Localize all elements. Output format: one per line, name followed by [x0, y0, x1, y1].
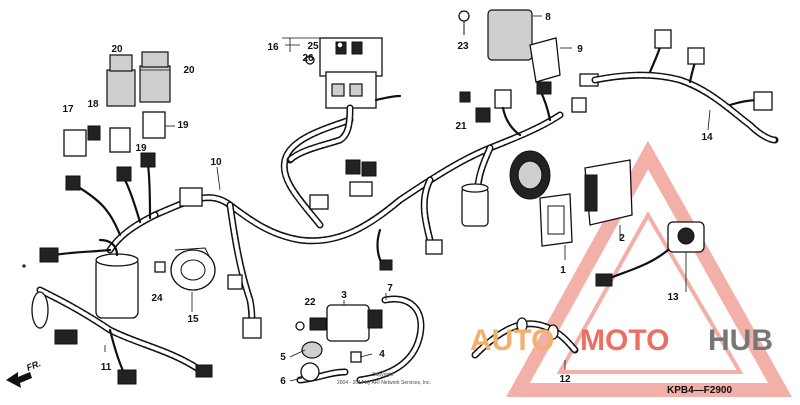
relays [63, 51, 171, 157]
part-4-label: 4 [379, 349, 385, 360]
part-26-label: 26 [302, 53, 314, 64]
top-connectors [459, 73, 599, 137]
direction-label: FR. [25, 358, 42, 373]
part-2-label: 2 [619, 233, 625, 244]
wire-12 [471, 317, 579, 359]
watermark-auto: AUTO [470, 324, 554, 357]
part-3-label: 3 [341, 290, 347, 301]
part-15-label: 15 [187, 314, 199, 325]
part-10-label: 10 [210, 157, 222, 168]
diagram-code: KPB4—F2900 [667, 385, 732, 396]
part-9-label: 9 [577, 44, 583, 55]
sub-harness-14 [591, 29, 779, 144]
fuse-box [286, 37, 402, 164]
watermark-triangle [506, 140, 792, 397]
left-branches [39, 152, 203, 263]
regulator-rectifier [509, 150, 551, 200]
control-unit [458, 9, 561, 83]
copyright-line-1: Copyright [372, 372, 394, 378]
part-12-label: 12 [559, 374, 571, 385]
front-direction-arrow: FR. [6, 358, 42, 388]
part-6-label: 6 [280, 376, 286, 387]
part-17-label: 17 [62, 104, 74, 115]
part-19-label-lower: 19 [135, 143, 147, 154]
leader-lines [104, 15, 711, 382]
part-25-label: 25 [307, 41, 319, 52]
sensor-13 [595, 221, 705, 287]
part-callouts: 1 2 3 4 5 6 7 8 9 10 11 12 13 14 15 16 1… [62, 12, 713, 387]
part-22-label: 22 [304, 297, 316, 308]
part-20-label-right: 20 [183, 65, 195, 76]
watermark-moto: MOTO [580, 324, 669, 357]
part-13-label: 13 [667, 292, 679, 303]
part-5-label: 5 [280, 352, 286, 363]
part-8-label: 8 [545, 12, 551, 23]
capacitor-left [95, 238, 139, 319]
main-wire-harness [106, 111, 564, 329]
horn [154, 247, 216, 291]
part-19-label-upper: 19 [177, 120, 189, 131]
ignition-coil [22, 264, 425, 384]
part-16-label: 16 [267, 42, 279, 53]
watermark-text: AUTO MOTO HUB [470, 324, 773, 357]
part-18-label: 18 [87, 99, 99, 110]
part-23-label: 23 [457, 41, 469, 52]
sub-harness-11 [31, 286, 213, 385]
part-7-label: 7 [387, 283, 393, 294]
part-21-label: 21 [455, 121, 467, 132]
center-connectors [309, 159, 443, 271]
capacitor-right [461, 183, 489, 227]
part-1-label: 1 [560, 265, 566, 276]
part-11-label: 11 [101, 362, 112, 373]
part-24-label: 24 [151, 293, 163, 304]
mid-connectors [227, 274, 262, 339]
copyright-line-2: 2004 - 2014 by ARI Network Services, Inc… [337, 380, 431, 386]
ignition-module [539, 159, 633, 247]
part-14-label: 14 [701, 132, 713, 143]
watermark-hub: HUB [708, 324, 773, 357]
part-20-label-left: 20 [111, 44, 123, 55]
